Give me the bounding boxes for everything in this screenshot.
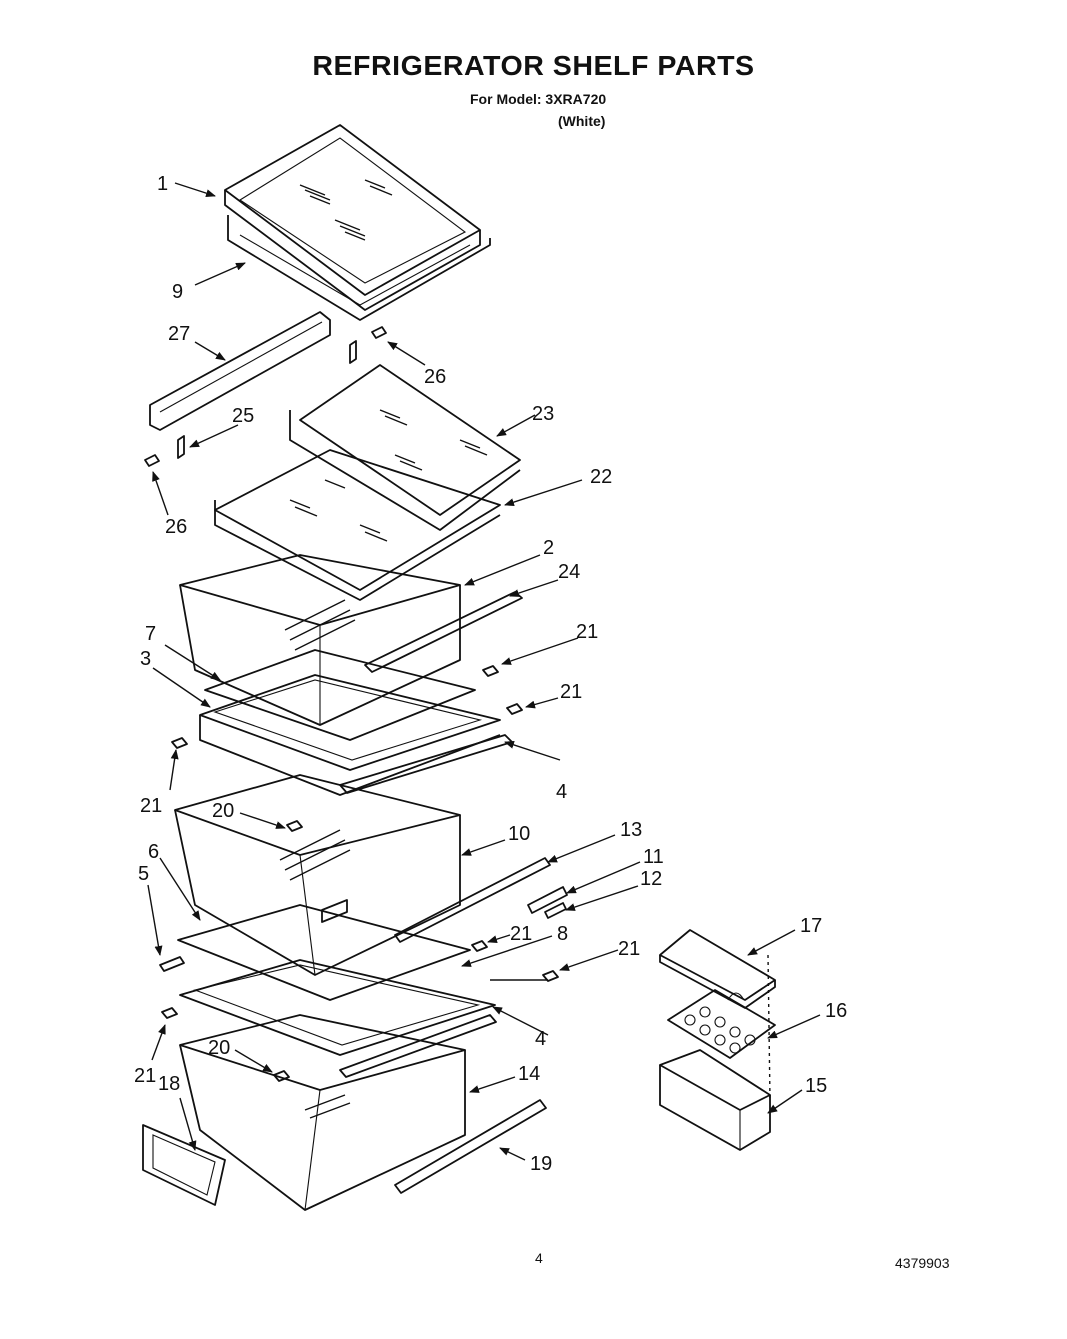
callout-3: 3 (140, 648, 151, 670)
fastener-studs (161, 665, 559, 1082)
part-4-rail-lower (339, 1014, 497, 1078)
part-24-handle (364, 591, 523, 673)
callout-numbers: 1 9 27 26 25 23 26 22 2 24 7 21 3 21 21 … (134, 173, 847, 1175)
part-17-egg-bin-cover (659, 929, 776, 1009)
callout-4-lower: 4 (535, 1028, 546, 1050)
callout-5: 5 (138, 863, 149, 885)
color-line: (White) (558, 113, 606, 129)
callout-21-e: 21 (618, 938, 640, 960)
part-2-crisper-drawer (179, 554, 461, 726)
callout-16: 16 (825, 1000, 847, 1022)
callout-6: 6 (148, 841, 159, 863)
part-18-label-card (142, 1124, 226, 1206)
callout-15: 15 (805, 1075, 827, 1097)
part-1-glass-shelf (224, 124, 481, 311)
callout-4-upper: 4 (556, 781, 567, 803)
part-16-egg-tray (667, 989, 776, 1059)
callout-21-a: 21 (576, 621, 598, 643)
callout-19: 19 (530, 1153, 552, 1175)
page-title: REFRIGERATOR SHELF PARTS (312, 50, 755, 81)
callout-10: 10 (508, 823, 530, 845)
callout-21-b: 21 (560, 681, 582, 703)
callout-12: 12 (640, 868, 662, 890)
callout-27: 27 (168, 323, 190, 345)
part-15-egg-bin (659, 1049, 771, 1151)
callout-21-c: 21 (140, 795, 162, 817)
callout-26-left: 26 (165, 516, 187, 538)
callout-20-upper: 20 (212, 800, 234, 822)
callout-26-top: 26 (424, 366, 446, 388)
callout-1: 1 (157, 173, 168, 195)
part-23-glass-shelf (289, 364, 521, 531)
model-line: For Model: 3XRA720 (470, 91, 607, 107)
part-19-handle (394, 1099, 547, 1194)
callout-18: 18 (158, 1073, 180, 1095)
part-11-12-clips (527, 886, 568, 919)
part-27-shelf-rail (149, 311, 331, 431)
part-7-3-cover-frame (199, 649, 501, 796)
callout-21-f: 21 (134, 1065, 156, 1087)
page-number: 4 (535, 1250, 543, 1266)
callout-9: 9 (172, 281, 183, 303)
callout-25: 25 (232, 405, 254, 427)
part-13-handle (394, 857, 551, 943)
document-number: 4379903 (895, 1255, 950, 1271)
part-6-5-cover-frame (159, 904, 496, 1056)
callout-2: 2 (543, 537, 554, 559)
callout-7: 7 (145, 623, 156, 645)
callout-22: 22 (590, 466, 612, 488)
callout-8: 8 (557, 923, 568, 945)
part-25-26-screws (144, 326, 387, 467)
part-22-glass-shelf (214, 449, 501, 601)
callout-20-lower: 20 (208, 1037, 230, 1059)
callout-11: 11 (643, 846, 664, 868)
callout-13: 13 (620, 819, 642, 841)
callout-24: 24 (558, 561, 580, 583)
callout-14: 14 (518, 1063, 540, 1085)
part-10-drawer (174, 774, 461, 976)
leader-lines (147, 182, 821, 1161)
callout-23: 23 (532, 403, 554, 425)
callout-17: 17 (800, 915, 822, 937)
part-9-shelf-frame (227, 215, 491, 321)
callout-21-d: 21 (510, 923, 532, 945)
